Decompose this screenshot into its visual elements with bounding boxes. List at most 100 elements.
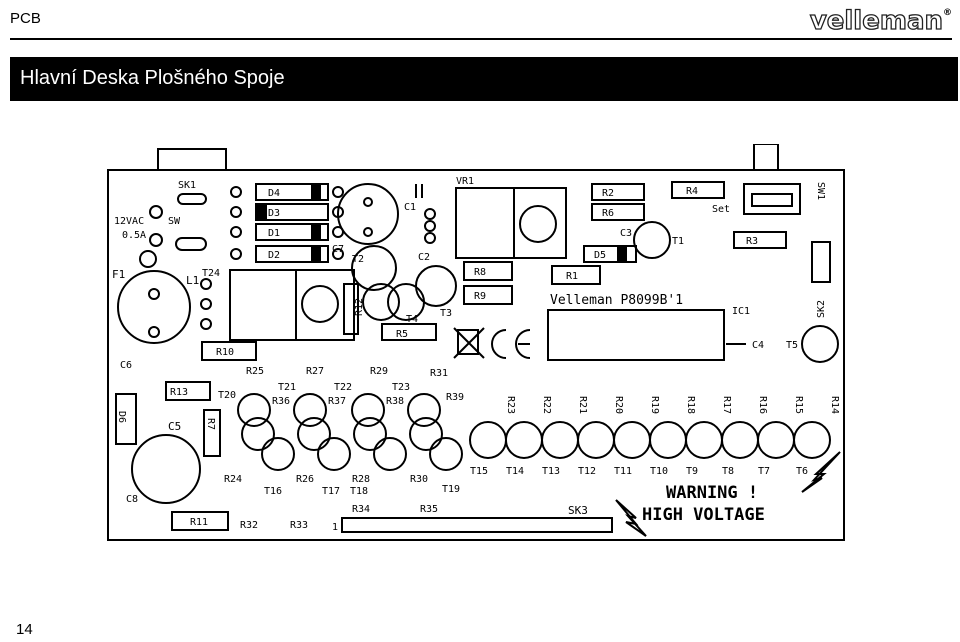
label-r24: R24 bbox=[224, 474, 242, 485]
label-r19: R19 bbox=[649, 396, 660, 414]
capacitor-c8 bbox=[131, 434, 201, 504]
label-c7: C7 bbox=[332, 244, 344, 255]
board-outline bbox=[107, 169, 845, 541]
page-title: Hlavní Deska Plošného Spoje bbox=[20, 67, 285, 89]
label-r28: R28 bbox=[352, 474, 370, 485]
label-d2: D2 bbox=[268, 250, 280, 261]
switch-tab bbox=[753, 144, 779, 170]
label-pin1: 1 bbox=[332, 522, 338, 533]
label-t8: T8 bbox=[722, 466, 734, 477]
label-r11: R11 bbox=[190, 517, 208, 528]
label-t19: T19 bbox=[442, 484, 460, 495]
label-t23: T23 bbox=[392, 382, 410, 393]
label-set: Set bbox=[712, 204, 730, 215]
power-connector-tab bbox=[157, 148, 227, 170]
label-t14: T14 bbox=[506, 466, 524, 477]
label-r6: R6 bbox=[602, 208, 614, 219]
label-r8: R8 bbox=[474, 267, 486, 278]
label-r23: R23 bbox=[505, 396, 516, 414]
label-r31: R31 bbox=[430, 368, 448, 379]
label-r37: R37 bbox=[328, 396, 346, 407]
label-r38: R38 bbox=[386, 396, 404, 407]
label-d6: D6 bbox=[116, 411, 127, 423]
label-t4: T4 bbox=[406, 314, 418, 325]
sk3-header bbox=[341, 517, 613, 533]
label-t22: T22 bbox=[334, 382, 352, 393]
label-board: Velleman P8099B'1 bbox=[550, 293, 683, 308]
label-r27: R27 bbox=[306, 366, 324, 377]
label-sk3: SK3 bbox=[568, 504, 588, 517]
label-t12: T12 bbox=[578, 466, 596, 477]
label-05a: 0.5A bbox=[122, 230, 146, 241]
label-r21: R21 bbox=[577, 396, 588, 414]
fuse-f1 bbox=[117, 270, 191, 344]
label-t10: T10 bbox=[650, 466, 668, 477]
header-divider bbox=[10, 38, 952, 40]
label-r18: R18 bbox=[685, 396, 696, 414]
capacitor-c7 bbox=[337, 183, 399, 245]
label-r34: R34 bbox=[352, 504, 370, 515]
label-t18: T18 bbox=[350, 486, 368, 497]
label-t11: T11 bbox=[614, 466, 632, 477]
label-t13: T13 bbox=[542, 466, 560, 477]
coil-l1 bbox=[229, 269, 355, 341]
label-r12: R12 bbox=[354, 298, 365, 316]
label-r7: R7 bbox=[205, 418, 216, 430]
label-c3: C3 bbox=[620, 228, 632, 239]
label-r15: R15 bbox=[793, 396, 804, 414]
label-12vac: 12VAC bbox=[114, 216, 144, 227]
section-label: PCB bbox=[10, 10, 41, 27]
label-t6: T6 bbox=[796, 466, 808, 477]
label-r29: R29 bbox=[370, 366, 388, 377]
label-r16: R16 bbox=[757, 396, 768, 414]
label-c5: C5 bbox=[168, 420, 181, 433]
label-r39: R39 bbox=[446, 392, 464, 403]
label-sk1: SK1 bbox=[178, 180, 196, 191]
label-r10: R10 bbox=[216, 347, 234, 358]
label-c6: C6 bbox=[120, 360, 132, 371]
label-r5: R5 bbox=[396, 329, 408, 340]
label-r32: R32 bbox=[240, 520, 258, 531]
label-r35: R35 bbox=[420, 504, 438, 515]
label-r9: R9 bbox=[474, 291, 486, 302]
ic1-footprint bbox=[547, 309, 725, 361]
label-r2: R2 bbox=[602, 188, 614, 199]
label-r13: R13 bbox=[170, 387, 188, 398]
label-r14: R14 bbox=[829, 396, 840, 414]
regulator-vr1 bbox=[455, 187, 567, 259]
label-t5: T5 bbox=[786, 340, 798, 351]
label-t24: T24 bbox=[202, 268, 220, 279]
label-d5: D5 bbox=[594, 250, 606, 261]
label-r3: R3 bbox=[746, 236, 758, 247]
label-t21: T21 bbox=[278, 382, 296, 393]
label-l1: L1 bbox=[186, 274, 199, 287]
label-c4: C4 bbox=[752, 340, 764, 351]
label-t2: T2 bbox=[352, 254, 364, 265]
label-t16: T16 bbox=[264, 486, 282, 497]
label-sw-power: SW bbox=[168, 216, 181, 227]
velleman-logo: velleman® bbox=[809, 5, 952, 36]
label-t1: T1 bbox=[672, 236, 684, 247]
label-r25: R25 bbox=[246, 366, 264, 377]
label-r1: R1 bbox=[566, 271, 578, 282]
label-t15: T15 bbox=[470, 466, 488, 477]
label-d3: D3 bbox=[268, 208, 280, 219]
warning-line-1: WARNING ! bbox=[666, 483, 758, 503]
logo-text: velleman bbox=[809, 5, 943, 36]
label-t17: T17 bbox=[322, 486, 340, 497]
title-bar: Hlavní Deska Plošného Spoje bbox=[10, 57, 958, 101]
label-d4: D4 bbox=[268, 188, 280, 199]
label-r33: R33 bbox=[290, 520, 308, 531]
page-number: 14 bbox=[16, 621, 33, 638]
label-t7: T7 bbox=[758, 466, 770, 477]
label-r36: R36 bbox=[272, 396, 290, 407]
label-f1: F1 bbox=[112, 268, 125, 281]
label-r26: R26 bbox=[296, 474, 314, 485]
warning-line-2: HIGH VOLTAGE bbox=[642, 505, 765, 525]
label-r20: R20 bbox=[613, 396, 624, 414]
pcb-layout-diagram: SK1 SW 12VAC 0.5A F1 L1 T24 D4 D3 D1 D2 … bbox=[107, 144, 845, 541]
label-r22: R22 bbox=[541, 396, 552, 414]
label-c1: C1 bbox=[404, 202, 416, 213]
label-t9: T9 bbox=[686, 466, 698, 477]
label-sk2: SK2 bbox=[816, 300, 827, 318]
